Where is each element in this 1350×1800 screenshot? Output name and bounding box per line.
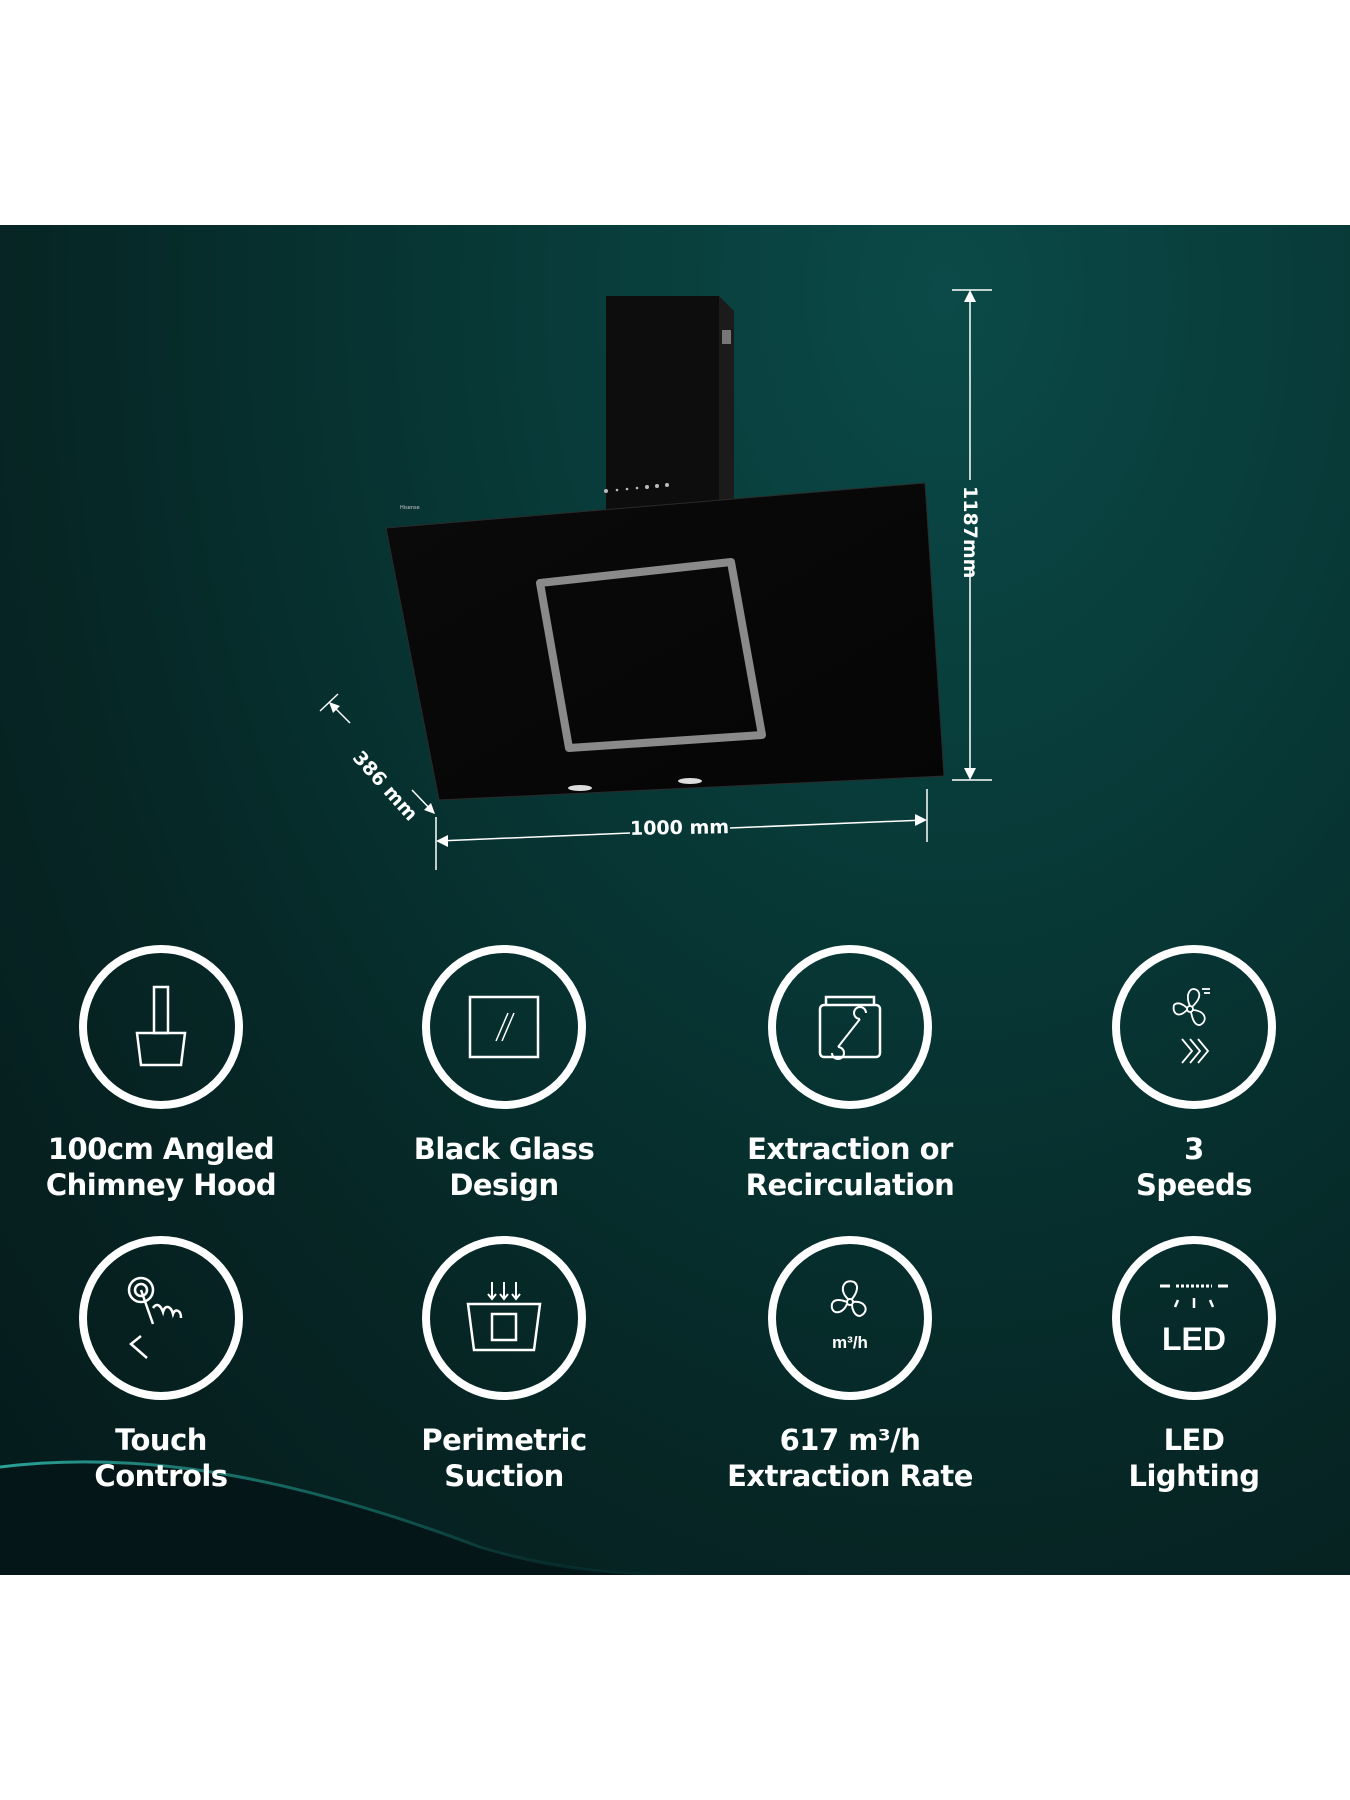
decorative-swoosh (0, 1459, 650, 1575)
touch-finger-icon (127, 1276, 183, 1359)
width-dimension-line (435, 789, 928, 870)
decorative-swoosh-line (0, 1460, 701, 1575)
feature-label-line: Extraction or (747, 1132, 953, 1166)
width-dimension-label: 1000 mm (629, 816, 730, 840)
height-dimension-label: 1187mm (959, 486, 981, 579)
perimetric-suction-icon (466, 1282, 542, 1352)
feature-label-line: Black Glass (413, 1132, 595, 1166)
icon-led-text: LED (1162, 1321, 1226, 1357)
extraction-wrench-icon (818, 995, 882, 1060)
chimney-hood-icon (135, 985, 187, 1067)
product-illustration: Hisense (0, 289, 992, 1575)
feature-label-line: Touch (115, 1423, 207, 1457)
feature-label-line: Speeds (1135, 1168, 1253, 1202)
fan-speeds-icon (1172, 988, 1210, 1064)
led-light-icon: LED (1160, 1284, 1228, 1357)
feature-label-line: 617 m³/h (779, 1423, 921, 1457)
fan-airflow-icon: m³/h (830, 1280, 868, 1352)
feature-label-line: Design (449, 1168, 559, 1202)
feature-label-line: Perimetric (421, 1423, 587, 1457)
feature-label-line: LED (1163, 1423, 1225, 1457)
height-dimension-line (952, 289, 992, 781)
brand-logo: Hisense (400, 505, 420, 511)
range-hood-image: Hisense (385, 296, 945, 801)
feature-label-line: Suction (444, 1459, 564, 1493)
icon-unit-text: m³/h (832, 1333, 868, 1352)
feature-label-line: Controls (94, 1459, 228, 1493)
feature-label-line: 3 (1184, 1132, 1204, 1166)
feature-label-line: Extraction Rate (727, 1459, 973, 1493)
feature-label-line: Chimney Hood (45, 1168, 277, 1202)
feature-label-line: Recirculation (745, 1168, 955, 1202)
product-banner: Hisense 1187mm 1000 mm 386 mm 100cm Angl (0, 225, 1350, 1575)
feature-label-line: 100cm Angled (47, 1132, 275, 1166)
glass-panel-icon (468, 995, 540, 1059)
depth-dimension-line (319, 693, 435, 814)
feature-label-line: Lighting (1128, 1459, 1260, 1493)
